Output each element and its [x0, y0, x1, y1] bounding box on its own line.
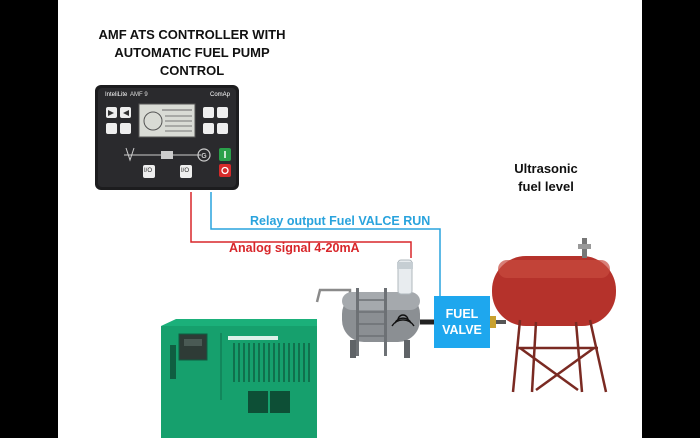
- generator-control-panel: [178, 333, 208, 361]
- controller-brand-label: InteliLite: [105, 92, 128, 98]
- main-fuel-tank: [492, 238, 616, 393]
- controller-io-label-left: I/O: [144, 168, 153, 174]
- load-icon: [161, 151, 173, 159]
- generator-brand-label: [228, 336, 278, 340]
- title-line-1: AMF ATS CONTROLLER WITH: [98, 27, 286, 42]
- controller-maker-label: ComAp: [210, 92, 231, 98]
- diagram-title: AMF ATS CONTROLLER WITH AUTOMATIC FUEL P…: [58, 26, 326, 80]
- controller-right-button-2: [217, 107, 228, 118]
- relay-output-label: Relay output Fuel VALCE RUN: [250, 214, 431, 228]
- tank-stand: [511, 319, 608, 393]
- relay-output-wire: [210, 192, 441, 296]
- controller-io-label-right: I/O: [181, 168, 190, 174]
- title-line-2: AUTOMATIC FUEL PUMP: [114, 45, 270, 60]
- fuel-valve-line-2: VALVE: [442, 323, 482, 337]
- generator-vent-grille: [233, 343, 310, 382]
- controller-io-button-right: [180, 165, 192, 178]
- analog-signal-wire: [190, 192, 412, 258]
- ultrasonic-line-1: Ultrasonic: [514, 161, 578, 176]
- generator-set: [161, 319, 317, 438]
- controller-left-button-3: [106, 123, 117, 134]
- controller-right-button-3: [203, 123, 214, 134]
- controller-io-button-left: [143, 165, 155, 178]
- ultrasonic-fuel-level-label: Ultrasonic fuel level: [496, 160, 596, 196]
- amf-ats-controller: G: [95, 85, 239, 190]
- mains-icon: [125, 147, 135, 162]
- analog-signal-label: Analog signal 4-20mA: [229, 241, 360, 255]
- fuel-valve: FUEL VALVE: [434, 296, 490, 348]
- diagram-graphics: G: [95, 85, 616, 438]
- ultrasonic-line-2: fuel level: [518, 179, 574, 194]
- controller-model-label: AMF 9: [130, 92, 148, 98]
- day-tank: [342, 259, 420, 358]
- controller-stop-button: [219, 164, 231, 177]
- controller-left-button-4: [120, 123, 131, 134]
- diagram-canvas: G: [58, 0, 642, 438]
- fuel-valve-line-1: FUEL: [445, 307, 479, 321]
- title-line-3: CONTROL: [159, 63, 225, 78]
- controller-right-button-1: [203, 107, 214, 118]
- controller-right-button-4: [217, 123, 228, 134]
- generator-symbol-icon: [197, 148, 211, 162]
- svg-text:G: G: [201, 153, 207, 160]
